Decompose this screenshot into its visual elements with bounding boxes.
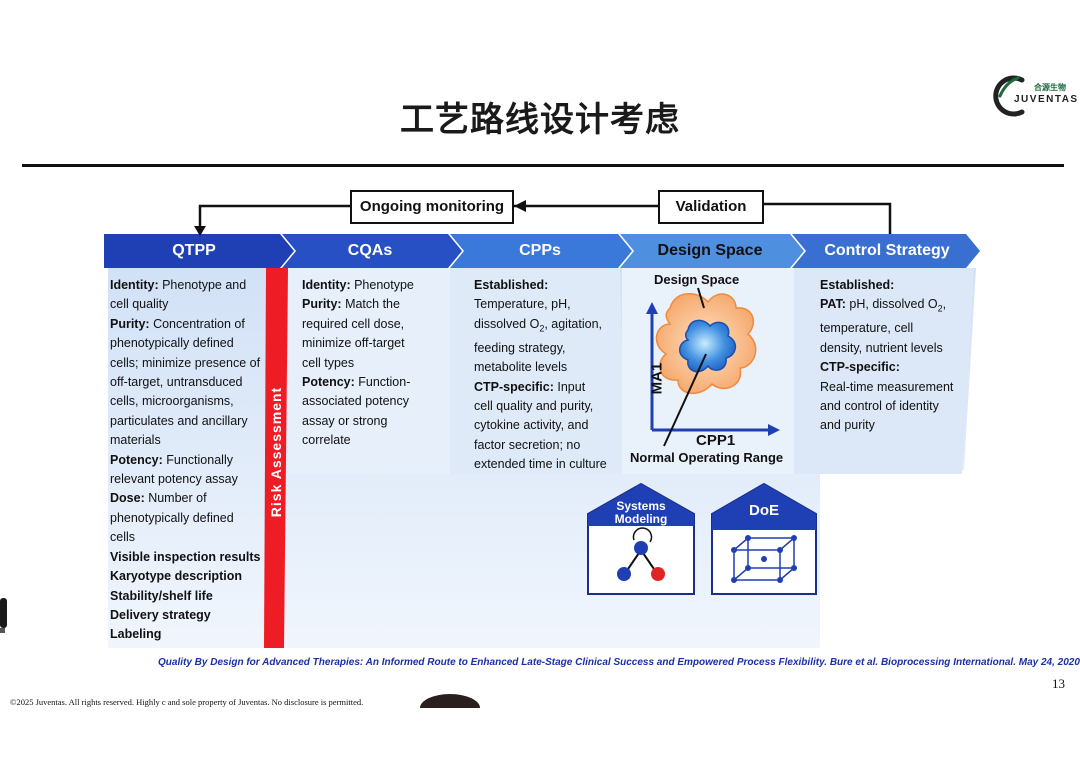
header-control-strategy: Control Strategy xyxy=(824,242,950,259)
citation: Quality By Design for Advanced Therapies… xyxy=(158,657,1080,668)
x-axis-arrowhead xyxy=(768,424,780,436)
pointer-design-space xyxy=(697,287,705,309)
cpp1-axis-label: CPP1 xyxy=(696,432,736,449)
risk-assessment-label: Risk Assessment xyxy=(268,386,284,518)
header-qtpp: QTPP xyxy=(172,242,216,259)
design-space-chevron xyxy=(620,234,804,268)
normal-operating-range-blob xyxy=(679,319,737,373)
validation-box: Validation xyxy=(658,190,764,224)
cpps-chevron xyxy=(450,234,632,268)
feedback-arrows xyxy=(198,202,892,234)
systems-modeling-tile xyxy=(587,482,695,595)
ongoing-monitoring-box: Ongoing monitoring xyxy=(350,190,514,224)
y-axis-arrowhead xyxy=(646,302,658,314)
control-strategy-list: Established: PAT: pH, dissolved O2, temp… xyxy=(820,278,954,433)
pointer-normal-range xyxy=(663,353,707,447)
cqa-panel xyxy=(288,268,454,474)
doe-tile xyxy=(711,482,817,595)
audience-head-silhouette xyxy=(420,694,480,708)
logo-chinese-text: 合源生物 xyxy=(1034,83,1066,92)
normal-operating-range-label: Normal Operating Range xyxy=(630,450,784,465)
copyright-notice: ©2025 Juventas. All rights reserved. Hig… xyxy=(10,697,364,707)
arrowhead-monitoring xyxy=(514,200,526,212)
header-cqas: CQAs xyxy=(347,242,393,259)
doe-label: DoE xyxy=(749,502,779,519)
slide-title: 工艺路线设计考虑 xyxy=(400,100,680,140)
page-number: 13 xyxy=(1052,676,1065,691)
control-strategy-chevron xyxy=(792,234,980,268)
risk-assessment-bar xyxy=(264,268,288,648)
arrowhead-qtpp xyxy=(194,226,206,236)
ma1-axis-label: MA1 xyxy=(648,362,666,395)
systems-modeling-label: Systems Modeling xyxy=(614,499,668,526)
header-design-space: Design Space xyxy=(657,242,763,259)
cpps-list: Established: Temperature, pH, dissolved … xyxy=(474,278,607,472)
diagram-graphics xyxy=(104,198,980,648)
qbd-diagram: Ongoing monitoring Validation QTPP CQAs … xyxy=(104,184,980,650)
logo-english-text: JUVENTAS xyxy=(1014,94,1079,105)
design-space-title: Design Space xyxy=(654,272,740,287)
title-rule xyxy=(22,164,1064,167)
cs-panel xyxy=(794,268,974,474)
cpp-panel xyxy=(450,268,624,474)
qtpp-list: Identity: Phenotype and cell quality Pur… xyxy=(110,278,261,642)
juventas-logo-mark xyxy=(993,75,1025,117)
cqas-list: Identity: Phenotype Purity: Match the re… xyxy=(302,278,414,448)
cqas-chevron xyxy=(282,234,462,268)
edge-object xyxy=(0,598,7,633)
juventas-logo: 合源生物 JUVENTAS xyxy=(992,72,1077,122)
qtpp-chevron xyxy=(104,234,294,268)
header-cpps: CPPs xyxy=(519,242,561,259)
